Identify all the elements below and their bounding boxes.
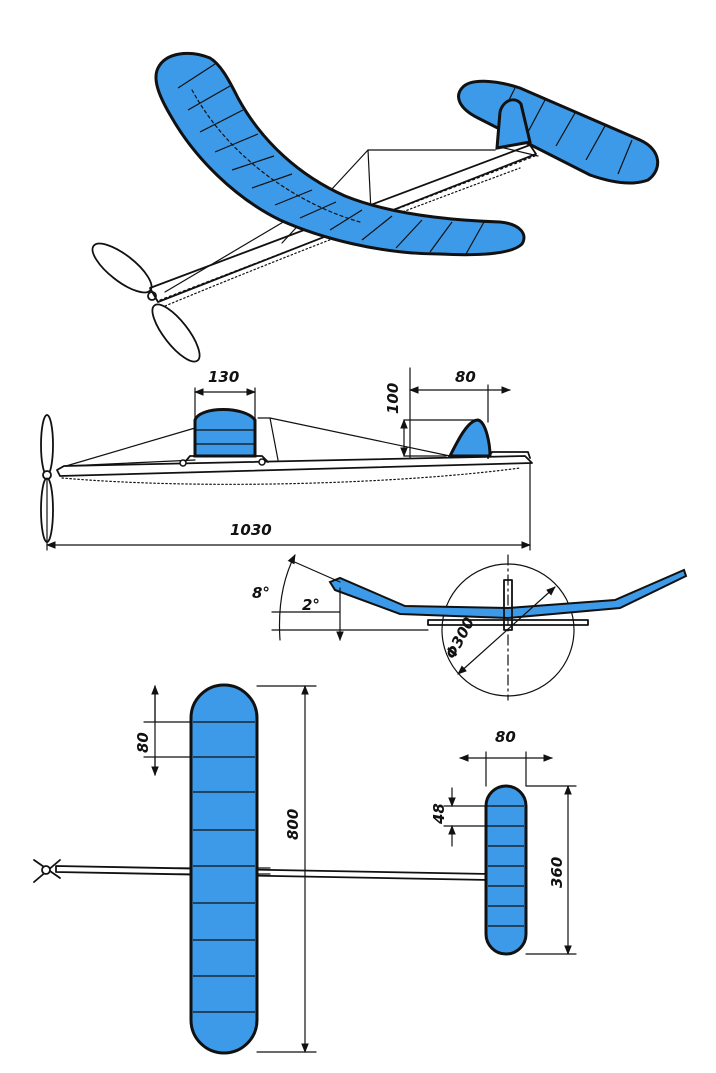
- propeller: [91, 242, 201, 363]
- dim-fin-height: 100: [384, 383, 402, 414]
- top-propeller: [33, 859, 61, 883]
- perspective-view: [91, 51, 659, 363]
- dim-fuselage-diameter: Φ300: [442, 615, 479, 662]
- dim-incidence-angle: 2°: [302, 596, 320, 614]
- dim-stab-span: 360: [548, 857, 566, 888]
- wing-perspective: [154, 51, 526, 257]
- tailplane-perspective: [457, 79, 659, 185]
- dim-nacelle-width: 130: [208, 368, 239, 386]
- stabilizer-top: [484, 784, 528, 956]
- dim-stab-offset: 48: [430, 803, 448, 825]
- dim-overall-length: 1030: [230, 521, 272, 539]
- top-view: 80 800 80 48 360: [33, 683, 577, 1055]
- front-view: Φ300 2° 8°: [252, 554, 688, 701]
- wing-top: [177, 683, 271, 1055]
- dim-stab-chord: 80: [495, 728, 516, 746]
- dim-wing-span: 800: [284, 809, 302, 840]
- dim-dihedral-angle: 8°: [252, 584, 270, 602]
- dim-fin-width: 80: [455, 368, 476, 386]
- side-view: 130 80 100 1030: [40, 367, 533, 551]
- dim-wing-chord: 80: [134, 732, 152, 753]
